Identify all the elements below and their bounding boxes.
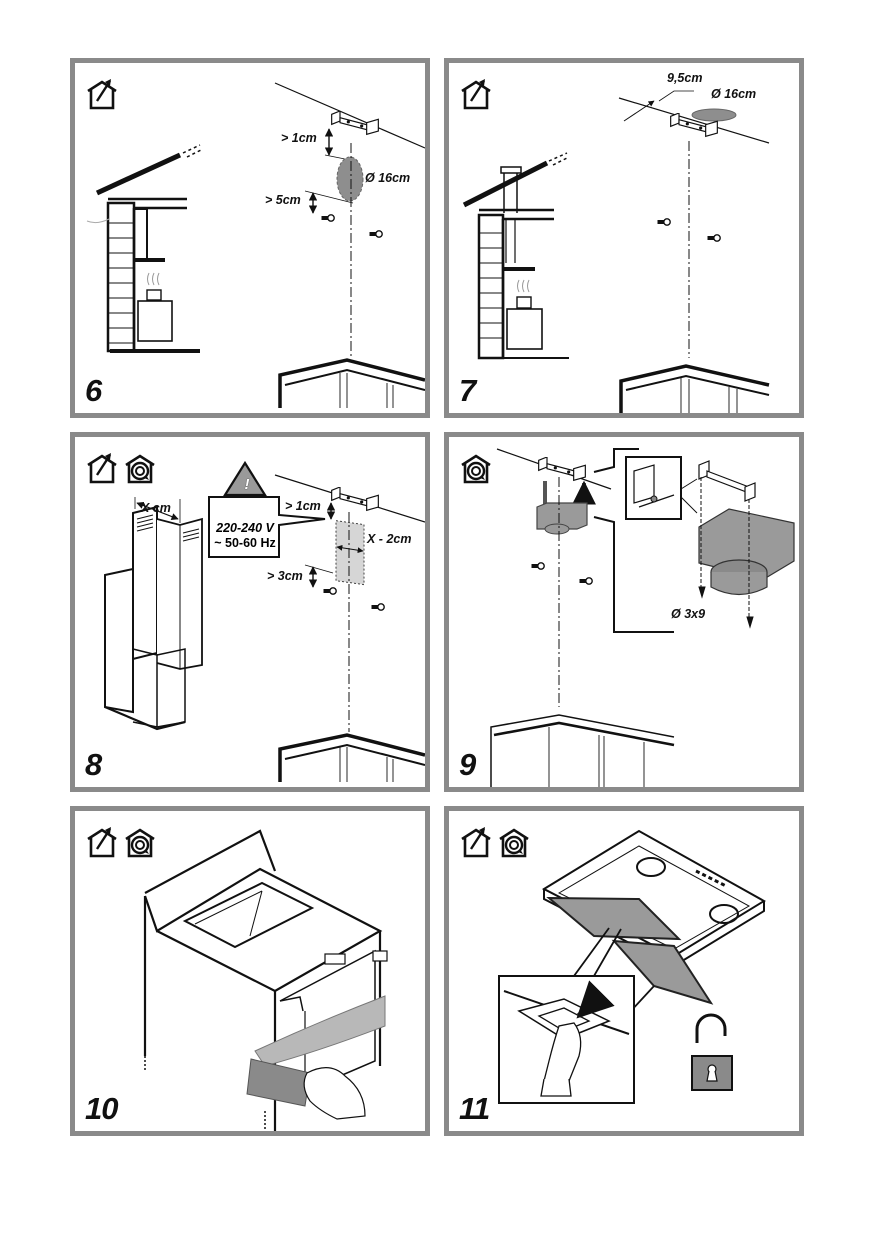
ceiling-mount-diagram xyxy=(618,90,770,413)
hood-underside xyxy=(541,829,766,1005)
gap-bottom-label: > 5cm xyxy=(265,193,301,207)
recirculation-mode-icon xyxy=(459,451,493,485)
recirculation-mode-icon xyxy=(123,825,157,859)
frequency-text: ~ 50-60 Hz xyxy=(214,536,276,550)
ducted-mode-icon xyxy=(459,825,493,859)
gap-bottom-label: > 3cm xyxy=(267,569,303,583)
screw-size-label: Ø 3x9 xyxy=(671,607,706,621)
step-6-illustration xyxy=(86,82,425,408)
step-8-panel: X cm ! 220-240 V ~ 50-60 Hz > 1cm X - 2c… xyxy=(70,432,430,792)
warning-triangle-icon: ! xyxy=(244,476,250,493)
gap-top-label: > 1cm xyxy=(281,131,317,145)
voltage-text: 220-240 V xyxy=(216,521,274,535)
step-7-panel: 9,5cm Ø 16cm 7 xyxy=(444,58,804,418)
width-label: X cm xyxy=(141,501,171,515)
mode-icons xyxy=(85,825,157,859)
diameter-label: Ø 16cm xyxy=(365,171,411,185)
mode-icons xyxy=(459,825,531,859)
ducted-mode-icon xyxy=(85,825,119,859)
wall-mount-diagram xyxy=(274,474,425,782)
step-9-panel: Ø 3x9 9 xyxy=(444,432,804,792)
latch-detail-callout xyxy=(498,927,655,1104)
step-6-panel: > 1cm Ø 16cm > 5cm 6 xyxy=(70,58,430,418)
mode-icons xyxy=(459,77,493,111)
step-number: 6 xyxy=(85,373,102,408)
protective-film xyxy=(246,995,386,1120)
ducted-mode-icon xyxy=(85,451,119,485)
gap-top-label: > 1cm xyxy=(285,499,321,513)
ducted-mode-icon xyxy=(85,77,119,111)
step-10-illustration xyxy=(143,829,388,1131)
mode-icons xyxy=(459,451,493,485)
step-number: 8 xyxy=(85,747,102,782)
step-11-panel: 11 xyxy=(444,806,804,1136)
step-7-illustration xyxy=(462,90,770,413)
socket-width-label: X - 2cm xyxy=(367,532,412,546)
recirculation-mode-icon xyxy=(123,451,157,485)
house-cross-section xyxy=(86,144,204,353)
adapter-mount-diagram xyxy=(496,448,795,707)
diameter-label: Ø 16cm xyxy=(711,87,757,101)
step-8-illustration xyxy=(104,460,425,782)
offset-label: 9,5cm xyxy=(667,71,703,85)
step-number: 11 xyxy=(459,1091,490,1126)
step-number: 7 xyxy=(459,373,476,408)
warning-voltage: 220-240 V ~ 50-60 Hz xyxy=(209,521,281,551)
padlock-open-icon xyxy=(691,1013,733,1091)
step-10-panel: 10 xyxy=(70,806,430,1136)
step-number: 10 xyxy=(85,1091,118,1126)
mode-icons xyxy=(85,451,157,485)
house-cross-section xyxy=(462,152,570,360)
step-number: 9 xyxy=(459,747,476,782)
wall-mount-diagram xyxy=(274,82,425,408)
step-9-illustration xyxy=(490,448,795,787)
step-11-illustration xyxy=(498,829,766,1104)
recirculation-mode-icon xyxy=(497,825,531,859)
wall-cabinet xyxy=(490,714,675,787)
ducted-mode-icon xyxy=(459,77,493,111)
chimney-cover xyxy=(104,497,203,731)
warning-callout xyxy=(208,460,326,558)
mode-icons xyxy=(85,77,119,111)
